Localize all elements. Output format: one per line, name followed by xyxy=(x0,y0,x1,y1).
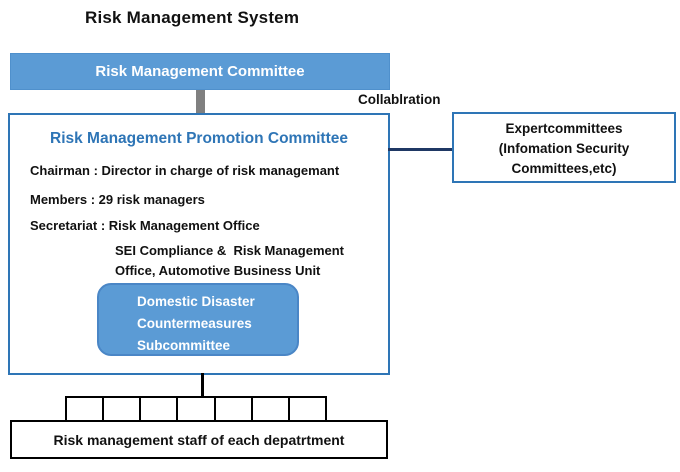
risk-management-committee-box: Risk Management Committee xyxy=(10,53,390,90)
secretariat-continuation-line-2: Office, Automotive Business Unit xyxy=(115,263,321,278)
secretariat-line: Secretariat : Risk Management Office xyxy=(30,218,260,233)
collaboration-label: Collablration xyxy=(358,92,441,107)
connector-cell xyxy=(176,396,216,422)
connector-cell xyxy=(250,396,290,422)
connector-cell xyxy=(65,396,105,422)
expert-committees-box: Expertcommittees (Infomation Security Co… xyxy=(452,112,676,183)
connector-cell xyxy=(102,396,142,422)
vertical-drop-connector-line xyxy=(201,373,204,396)
subcommittee-line-2: Countermeasures xyxy=(137,316,252,331)
promotion-committee-title: Risk Management Promotion Committee xyxy=(50,130,348,147)
domestic-disaster-subcommittee-box: Domestic Disaster Countermeasures Subcom… xyxy=(97,283,299,356)
subcommittee-line-3: Subcommittee xyxy=(137,338,231,353)
chairman-line: Chairman : Director in charge of risk ma… xyxy=(30,163,340,178)
department-connector-cells xyxy=(65,396,327,422)
connector-cell xyxy=(287,396,327,422)
members-line: Members : 29 risk managers xyxy=(30,192,205,207)
connector-cell xyxy=(139,396,179,422)
page-title: Risk Management System xyxy=(85,8,300,27)
expert-committees-line-3: Committees,etc) xyxy=(511,161,617,176)
connector-cell xyxy=(213,396,253,422)
risk-management-promotion-committee-box: Risk Management Promotion Committee Chai… xyxy=(8,113,390,375)
expert-committees-line-2: (Infomation Security xyxy=(498,141,630,156)
expert-committees-line-1: Expertcommittees xyxy=(505,121,623,136)
risk-management-staff-label: Risk management staff of each depatrtmen… xyxy=(53,431,345,448)
collaboration-connector-line xyxy=(388,148,453,151)
subcommittee-line-1: Domestic Disaster xyxy=(137,294,255,309)
risk-management-committee-label: Risk Management Committee xyxy=(95,63,305,80)
gray-connector-line xyxy=(196,90,205,114)
secretariat-continuation-line-1: SEI Compliance & Risk Management xyxy=(115,243,345,258)
risk-management-staff-box: Risk management staff of each depatrtmen… xyxy=(10,420,388,459)
